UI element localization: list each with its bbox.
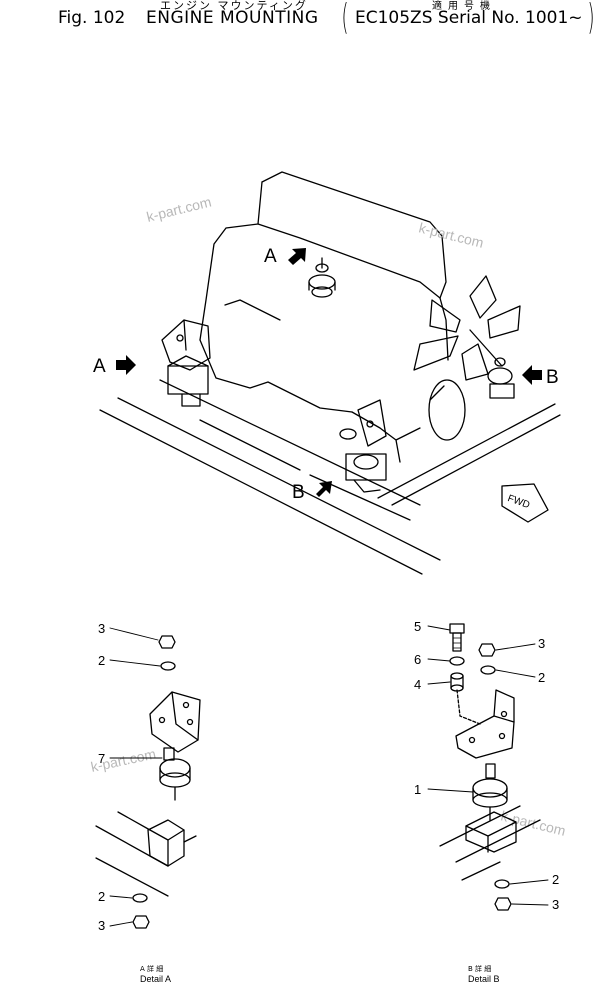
paren-close: ) [587, 0, 595, 38]
mount-front-left [339, 399, 387, 493]
arrow-label-b-bottom: B [292, 482, 305, 503]
mount-rear-left [161, 319, 211, 407]
part-bolt-5-b [449, 623, 465, 652]
model-kanji: 適用号機 [432, 1, 496, 12]
part-bracket-a [149, 691, 201, 753]
part-collar-4-b [450, 672, 464, 692]
callout-b-nut-top: 3 [538, 636, 545, 651]
arrow-b-right [522, 365, 542, 385]
part-nut-3-a-bottom [132, 915, 150, 929]
callout-a-mount: 7 [98, 751, 105, 766]
part-bracket-b [455, 689, 515, 759]
detail-arrows [116, 248, 542, 497]
callout-b-nut-bottom: 3 [552, 897, 559, 912]
part-nut-3-a-top [158, 635, 176, 649]
engine-block [199, 171, 503, 463]
callout-b-collar: 4 [414, 677, 421, 692]
overview-drawing: A A B B FWD [93, 171, 561, 575]
arrow-a-left [116, 355, 136, 375]
callout-a-washer-top: 2 [98, 653, 105, 668]
callout-b-bolt: 5 [414, 619, 421, 634]
part-nut-3-b-bottom [494, 897, 512, 911]
part-washer-2-b-top [480, 665, 496, 675]
detail-b-caption-jp: B 詳 細 [468, 964, 491, 973]
detail-b-caption-en: Detail B [468, 974, 500, 984]
mount-top [308, 257, 336, 298]
arrow-b-bottom [316, 481, 332, 497]
callout-a-nut-bottom: 3 [98, 918, 105, 933]
part-washer-2-b-bottom [494, 879, 510, 889]
callout-b-washer-top: 2 [538, 670, 545, 685]
callout-b-washer-6: 6 [414, 652, 421, 667]
paren-open: ( [341, 0, 349, 38]
mount-front-right [487, 357, 515, 399]
callout-b-mount: 1 [414, 782, 421, 797]
frame-detail-a [95, 811, 197, 897]
detail-a-caption-en: Detail A [140, 974, 171, 984]
figure-number: Fig. 102 [58, 8, 126, 28]
callout-b-washer-bottom: 2 [552, 872, 559, 887]
fwd-label: FWD [506, 493, 531, 511]
part-washer-2-a-top [160, 661, 176, 671]
arrow-label-a-left: A [93, 356, 106, 377]
part-mount-7-a [159, 747, 191, 801]
callout-a-washer-bottom: 2 [98, 889, 105, 904]
detail-b-leaders [427, 625, 549, 906]
arrow-label-b-right: B [546, 367, 559, 388]
cooling-fan [413, 275, 521, 441]
part-nut-3-b-top [478, 643, 496, 657]
part-washer-2-a-bottom [132, 893, 148, 903]
watermark-2: k-part.com [417, 219, 485, 251]
part-washer-6-b [449, 656, 465, 666]
arrow-label-a-top: A [264, 246, 277, 267]
serial-number: EC105ZS Serial No. 1001~ [355, 8, 583, 28]
part-mount-1-b [472, 763, 508, 821]
figure-title: ENGINE MOUNTING [146, 8, 319, 28]
detail-a-leaders [109, 627, 163, 927]
detail-a-drawing: 3 2 7 2 3 A 詳 細 Detail A [95, 621, 201, 984]
frame-detail-b [439, 805, 541, 881]
title-kana: エンジン マウンティング [160, 0, 308, 12]
callout-a-nut-top: 3 [98, 621, 105, 636]
fwd-indicator: FWD [501, 483, 549, 523]
arrow-a-top [288, 248, 306, 265]
detail-a-caption-jp: A 詳 細 [140, 964, 163, 973]
watermark-1: k-part.com [145, 193, 213, 225]
detail-b-drawing: 5 6 4 3 2 1 2 3 B 詳 細 Detail B [414, 619, 559, 984]
